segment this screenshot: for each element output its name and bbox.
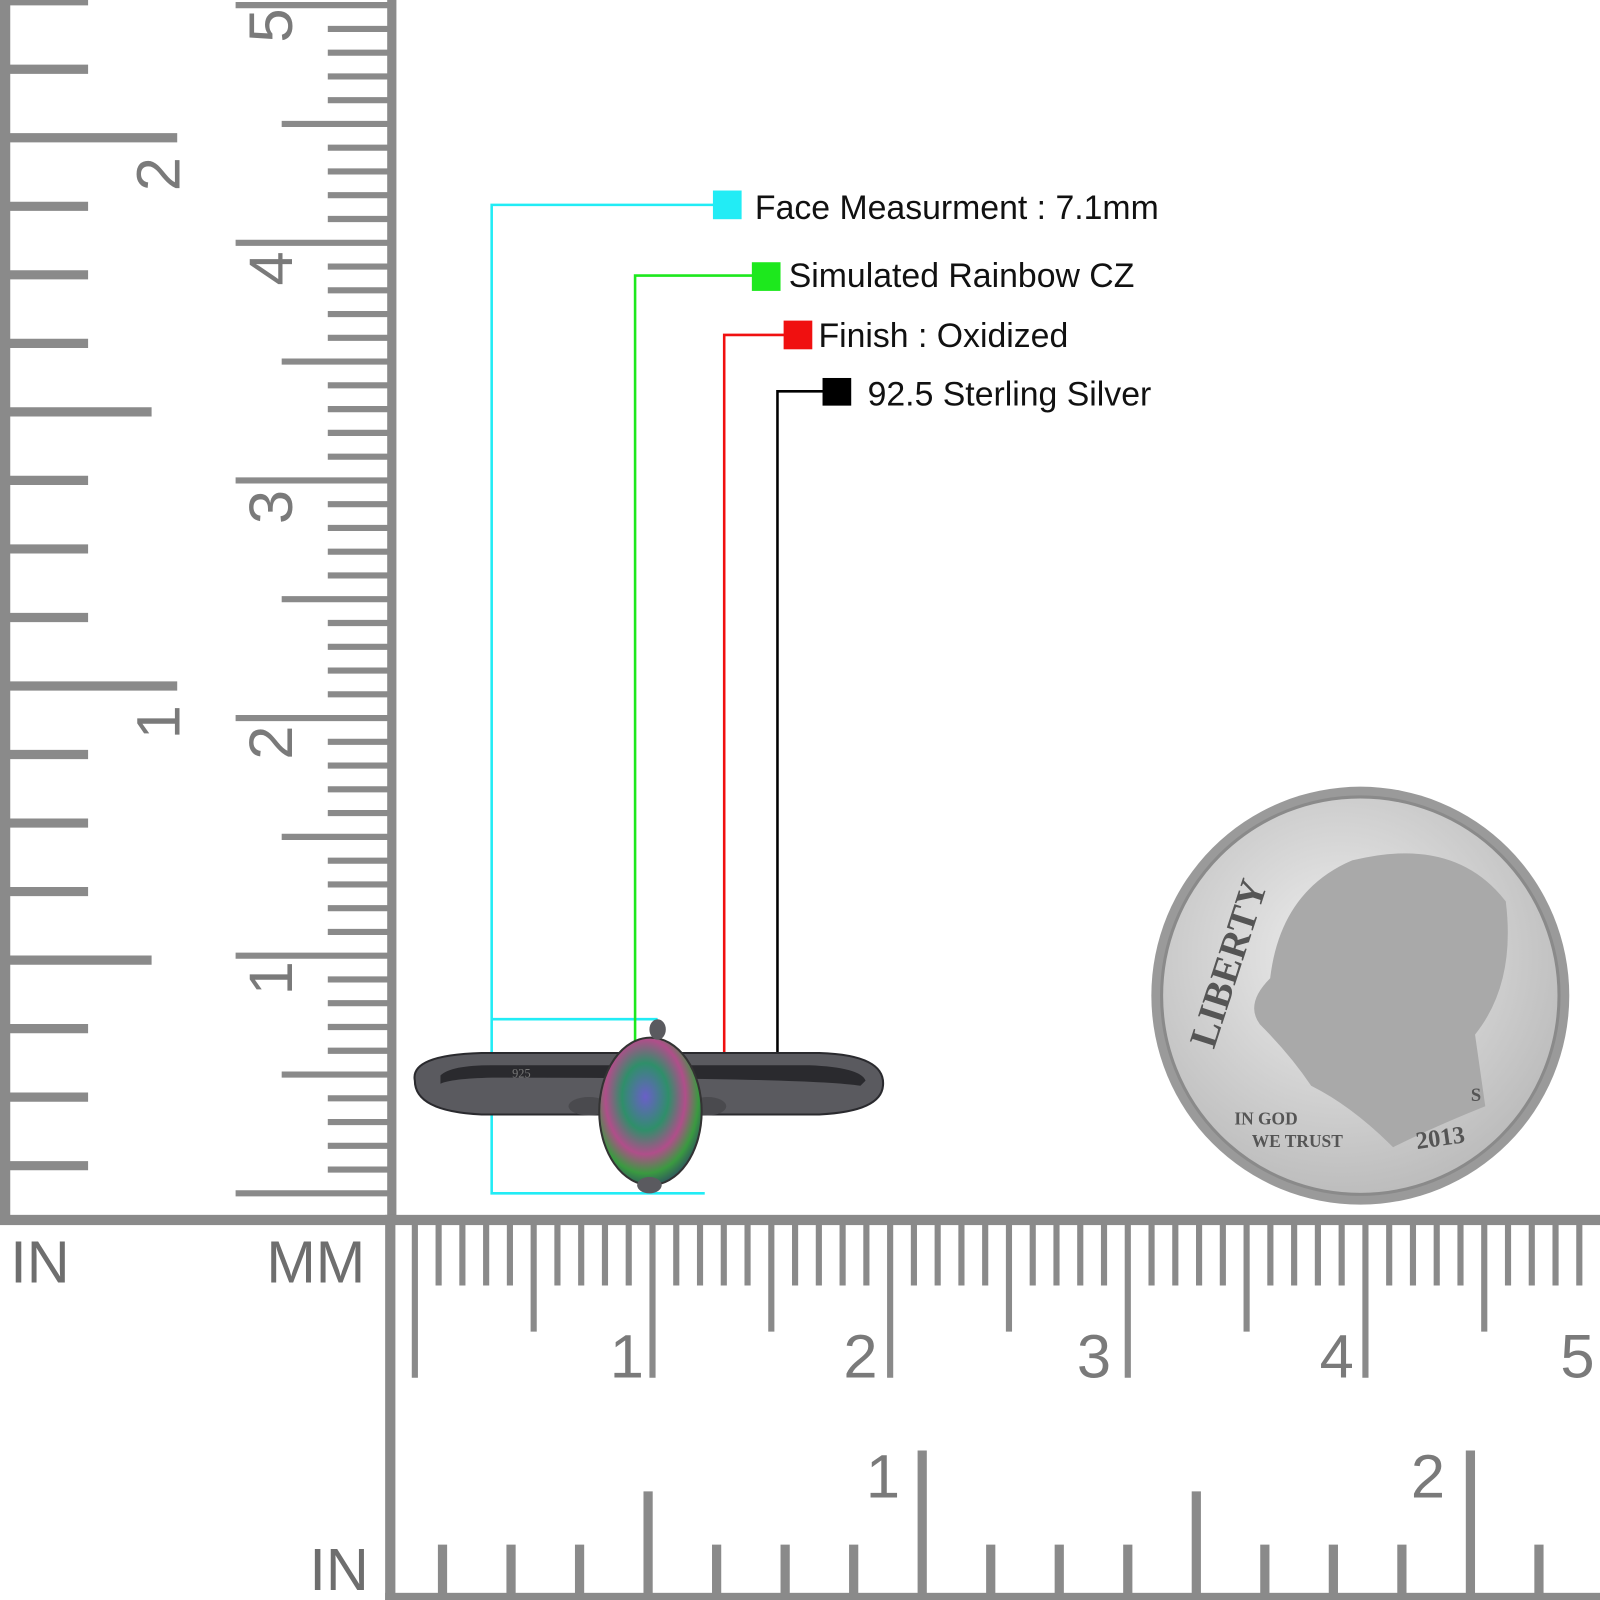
vertical-cm-number: 4 (237, 251, 306, 285)
vertical-cm-number: 2 (237, 726, 306, 760)
ruler-horizontal-edge (0, 1214, 1600, 1226)
horizontal-cm-number: 4 (1320, 1323, 1354, 1392)
ring-stamp: 925 (512, 1067, 530, 1081)
leader-lines (490, 203, 824, 1195)
metal-swatch (822, 377, 852, 406)
vertical-inch-number: 1 (124, 705, 193, 739)
face-swatch (712, 190, 742, 220)
ring-prong (637, 1176, 662, 1194)
rainbow-cz-stone (598, 1036, 703, 1187)
finish-leader-line (722, 333, 785, 1109)
coin-motto-2: WE TRUST (1252, 1131, 1343, 1151)
ruler-left-edge (0, 0, 11, 1225)
metal-label: 92.5 Sterling Silver (868, 376, 1152, 414)
ruler-vertical-edge (387, 0, 397, 1225)
unit-label-in-bottom: IN (309, 1536, 368, 1600)
vertical-cm-numbers: 1 2 3 4 5 (237, 9, 306, 996)
dime-coin: LIBERTY IN GOD WE TRUST 2013 S (1151, 786, 1570, 1205)
stone-label: Simulated Rainbow CZ (789, 257, 1135, 295)
metal-leader-line (776, 390, 824, 1076)
finish-swatch (783, 320, 813, 350)
stone-leader-line (633, 274, 756, 1127)
coin-motto-1: IN GOD (1234, 1109, 1297, 1129)
vertical-inch-number: 2 (124, 157, 193, 191)
horizontal-inch-numbers: 1 2 (866, 1443, 1445, 1512)
stone-swatch (751, 262, 781, 291)
face-measurement-label: Face Measurment : 7.1mm (755, 189, 1159, 227)
unit-label-mm: MM (266, 1228, 365, 1295)
ruler-horizontal-left-edge (385, 1214, 396, 1600)
horizontal-cm-number: 1 (610, 1323, 644, 1392)
horizontal-inch-number: 1 (866, 1443, 900, 1512)
vertical-inch-numbers: 1 2 (124, 157, 193, 739)
horizontal-cm-number: 3 (1077, 1323, 1111, 1392)
horizontal-inch-number: 2 (1411, 1443, 1445, 1512)
ring-prong (649, 1019, 666, 1040)
coin-portrait (1254, 853, 1508, 1148)
vertical-cm-number: 3 (237, 490, 306, 524)
horizontal-cm-number: 2 (843, 1323, 877, 1392)
horizontal-cm-numbers: 1 2 3 4 5 (610, 1323, 1595, 1392)
ruler-ticks (8, 0, 1583, 1594)
vertical-cm-number: 5 (237, 9, 306, 43)
ring-image: 925 (413, 1019, 885, 1194)
coin-mint: S (1471, 1085, 1481, 1105)
vertical-cm-number: 1 (237, 961, 306, 995)
ruler-bottom-edge (385, 1592, 1600, 1600)
unit-label-in-left: IN (10, 1228, 69, 1295)
face-measure-line (490, 203, 718, 1195)
horizontal-cm-number: 5 (1560, 1323, 1594, 1392)
finish-label: Finish : Oxidized (818, 317, 1068, 355)
